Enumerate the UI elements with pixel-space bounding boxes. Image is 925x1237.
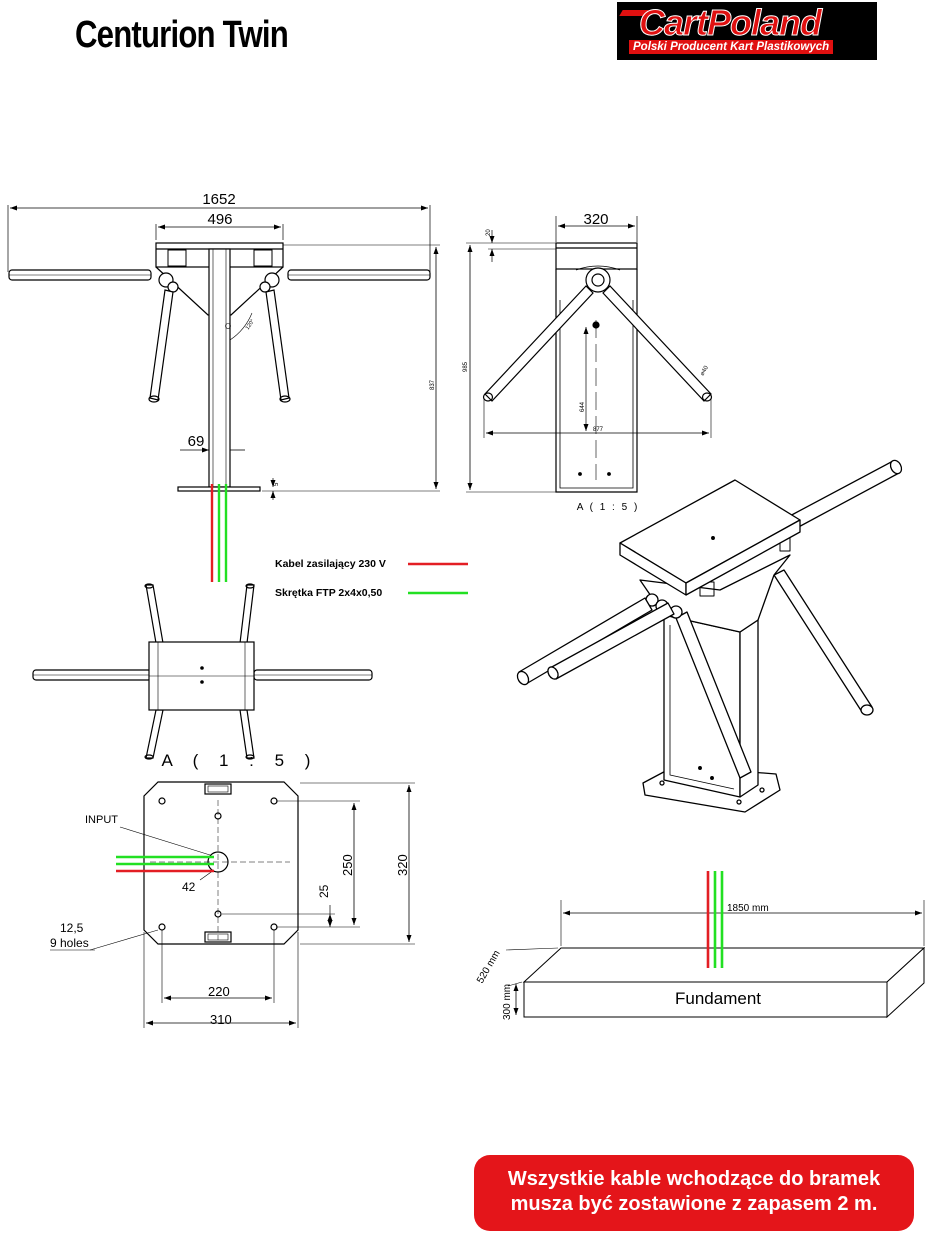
side-dim-diameter: ⌀40	[700, 365, 711, 377]
cartpoland-logo: CartPoland Polski Producent Kart Plastik…	[617, 2, 877, 60]
side-dim-width: 320	[583, 211, 608, 228]
foundation	[505, 900, 925, 1019]
dim-holes-count: 9 holes	[50, 936, 89, 950]
side-view	[466, 216, 713, 493]
dim-320: 320	[395, 854, 410, 876]
ftp-cable-label: Skrętka FTP 2x4x0,50	[275, 587, 382, 599]
dim-hole: 42	[182, 880, 196, 894]
cable-legend: Kabel zasilający 230 V Skrętka FTP 2x4x0…	[275, 558, 468, 599]
dim-total-width: 1652	[202, 191, 235, 208]
foundation-dim-length: 1850 mm	[727, 903, 769, 914]
foundation-cables	[706, 871, 724, 968]
front-view-cables	[210, 484, 228, 582]
side-dim-arm-spread: 877	[593, 427, 604, 433]
dim-310: 310	[210, 1012, 232, 1027]
base-plate-labels: INPUT 42 12,5 9 holes 250 320 25 220 310	[50, 814, 410, 1027]
foundation-label: Fundament	[675, 989, 761, 1008]
dim-220: 220	[208, 984, 230, 999]
foundation-dim-height: 300 mm	[502, 984, 513, 1020]
side-dim-arm-height: 644	[580, 401, 586, 412]
logo-subtitle: Polski Producent Kart Plastikowych	[629, 40, 834, 54]
dim-height: 837	[430, 379, 436, 390]
dim-angle: 120°	[245, 318, 256, 331]
logo-text: CartPoland	[638, 2, 822, 44]
foundation-dim-depth: 520 mm	[475, 949, 503, 986]
base-section-label: A ( 1 : 5 )	[162, 751, 319, 770]
notice-line-2: musza być zostawione z zapasem 2 m.	[510, 1193, 878, 1215]
side-dim-top: 20	[486, 229, 492, 236]
side-dim-height: 985	[463, 361, 469, 372]
cable-reserve-notice: Wszystkie kable wchodzące do bramek musz…	[474, 1155, 914, 1231]
dim-250: 250	[340, 854, 355, 876]
dim-base-thickness: 5	[274, 482, 280, 486]
page-title: Centurion Twin	[75, 14, 289, 56]
dim-post-width: 69	[188, 433, 205, 450]
dim-25: 25	[317, 884, 331, 898]
notice-line-1: Wszystkie kable wchodzące do bramek	[507, 1168, 881, 1190]
front-view	[7, 205, 440, 500]
base-plate-cables	[116, 855, 214, 873]
base-plate	[50, 781, 415, 1028]
isometric-view	[516, 459, 903, 813]
top-view	[32, 583, 373, 760]
side-section-label: A ( 1 : 5 )	[577, 502, 640, 513]
dim-top-width: 496	[207, 211, 232, 228]
dim-holes-dia: 12,5	[60, 921, 84, 935]
input-label: INPUT	[85, 814, 118, 826]
power-cable-label: Kabel zasilający 230 V	[275, 558, 386, 570]
